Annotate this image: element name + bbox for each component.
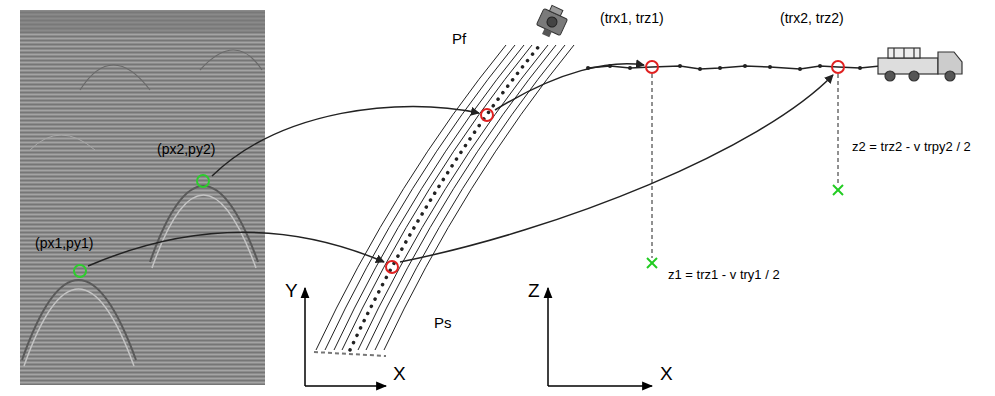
axis-label: Y [283, 280, 300, 302]
depth-drop [647, 74, 843, 268]
vehicle-icon [878, 48, 962, 81]
trace-swath [384, 45, 574, 350]
camera-icon [549, 5, 562, 16]
point-label: (px2,py2) [157, 141, 215, 157]
trajectory [586, 61, 880, 73]
radargram [197, 175, 209, 187]
radargram [22, 280, 136, 360]
trajectory [818, 64, 822, 68]
trace-swath [316, 45, 506, 350]
radargram [20, 10, 265, 32]
radargram [20, 10, 265, 385]
mapping-arrow [212, 106, 479, 176]
trace-swath [366, 45, 556, 350]
trajectory [743, 64, 747, 68]
path-label: Ps [432, 314, 454, 331]
formula-label: z1 = trz1 - v try1 / 2 [666, 268, 782, 283]
axis [547, 288, 549, 386]
trace-swath [375, 45, 565, 350]
radargram [200, 50, 262, 70]
pick-marker [386, 109, 493, 273]
mapping-arrow [88, 64, 833, 266]
axis [305, 288, 652, 386]
trajectory [628, 66, 632, 70]
axis [304, 288, 306, 386]
trajectory [646, 61, 658, 73]
axis-label: X [391, 363, 408, 385]
depth-drop [652, 74, 653, 258]
trajectory [588, 66, 880, 69]
trajectory [832, 61, 844, 73]
axis [305, 385, 386, 387]
trace-swath [350, 45, 540, 350]
trajectory [858, 66, 862, 70]
trajectory [768, 65, 772, 69]
radargram [74, 265, 86, 277]
point-label: (trx1, trz1) [598, 10, 666, 26]
radargram [30, 135, 95, 150]
radargram [152, 195, 256, 268]
depth-drop [647, 258, 657, 268]
pick-marker [481, 109, 493, 121]
trace-swath [342, 45, 532, 350]
path-label: Pf [450, 30, 468, 47]
depth-drop [833, 185, 843, 195]
trajectory [798, 67, 802, 71]
vehicle-icon [893, 48, 894, 58]
trajectory [718, 66, 722, 70]
trace-swath [334, 45, 524, 350]
depth-drop [833, 185, 843, 195]
radargram [150, 186, 258, 262]
axis-label: X [658, 363, 675, 385]
depth-drop [647, 185, 843, 268]
depth-drop [647, 258, 657, 268]
point-label: (trx2, trz2) [778, 10, 846, 26]
camera-icon [542, 28, 552, 37]
mapping-arrow [495, 64, 644, 110]
trace-swath [358, 45, 548, 350]
pick-marker [386, 261, 398, 273]
vehicle-icon [885, 71, 895, 81]
axis [548, 385, 652, 387]
mapping-arrow [400, 75, 833, 262]
trajectory [586, 64, 862, 71]
mapping-arrow [88, 232, 384, 266]
camera-icon [534, 3, 570, 41]
formula-label: z2 = trz2 - v trpy2 / 2 [850, 140, 973, 155]
point-label: (px1,py1) [35, 235, 93, 251]
radargram [24, 289, 134, 366]
vehicle-icon [909, 71, 919, 81]
trace-swath [325, 45, 515, 350]
radargram [20, 10, 265, 385]
trace-swath [314, 45, 574, 356]
vehicle-icon [913, 48, 914, 58]
radargram [80, 65, 150, 90]
camera-icon [545, 15, 558, 28]
vehicle-icon [903, 48, 904, 58]
depth-drop [838, 74, 839, 185]
vehicle-icon [888, 48, 920, 58]
axis-label: Z [526, 280, 542, 302]
vehicle-icon [945, 71, 955, 81]
trajectory [698, 67, 702, 71]
trace-swath [314, 352, 386, 356]
trajectory [678, 64, 682, 68]
